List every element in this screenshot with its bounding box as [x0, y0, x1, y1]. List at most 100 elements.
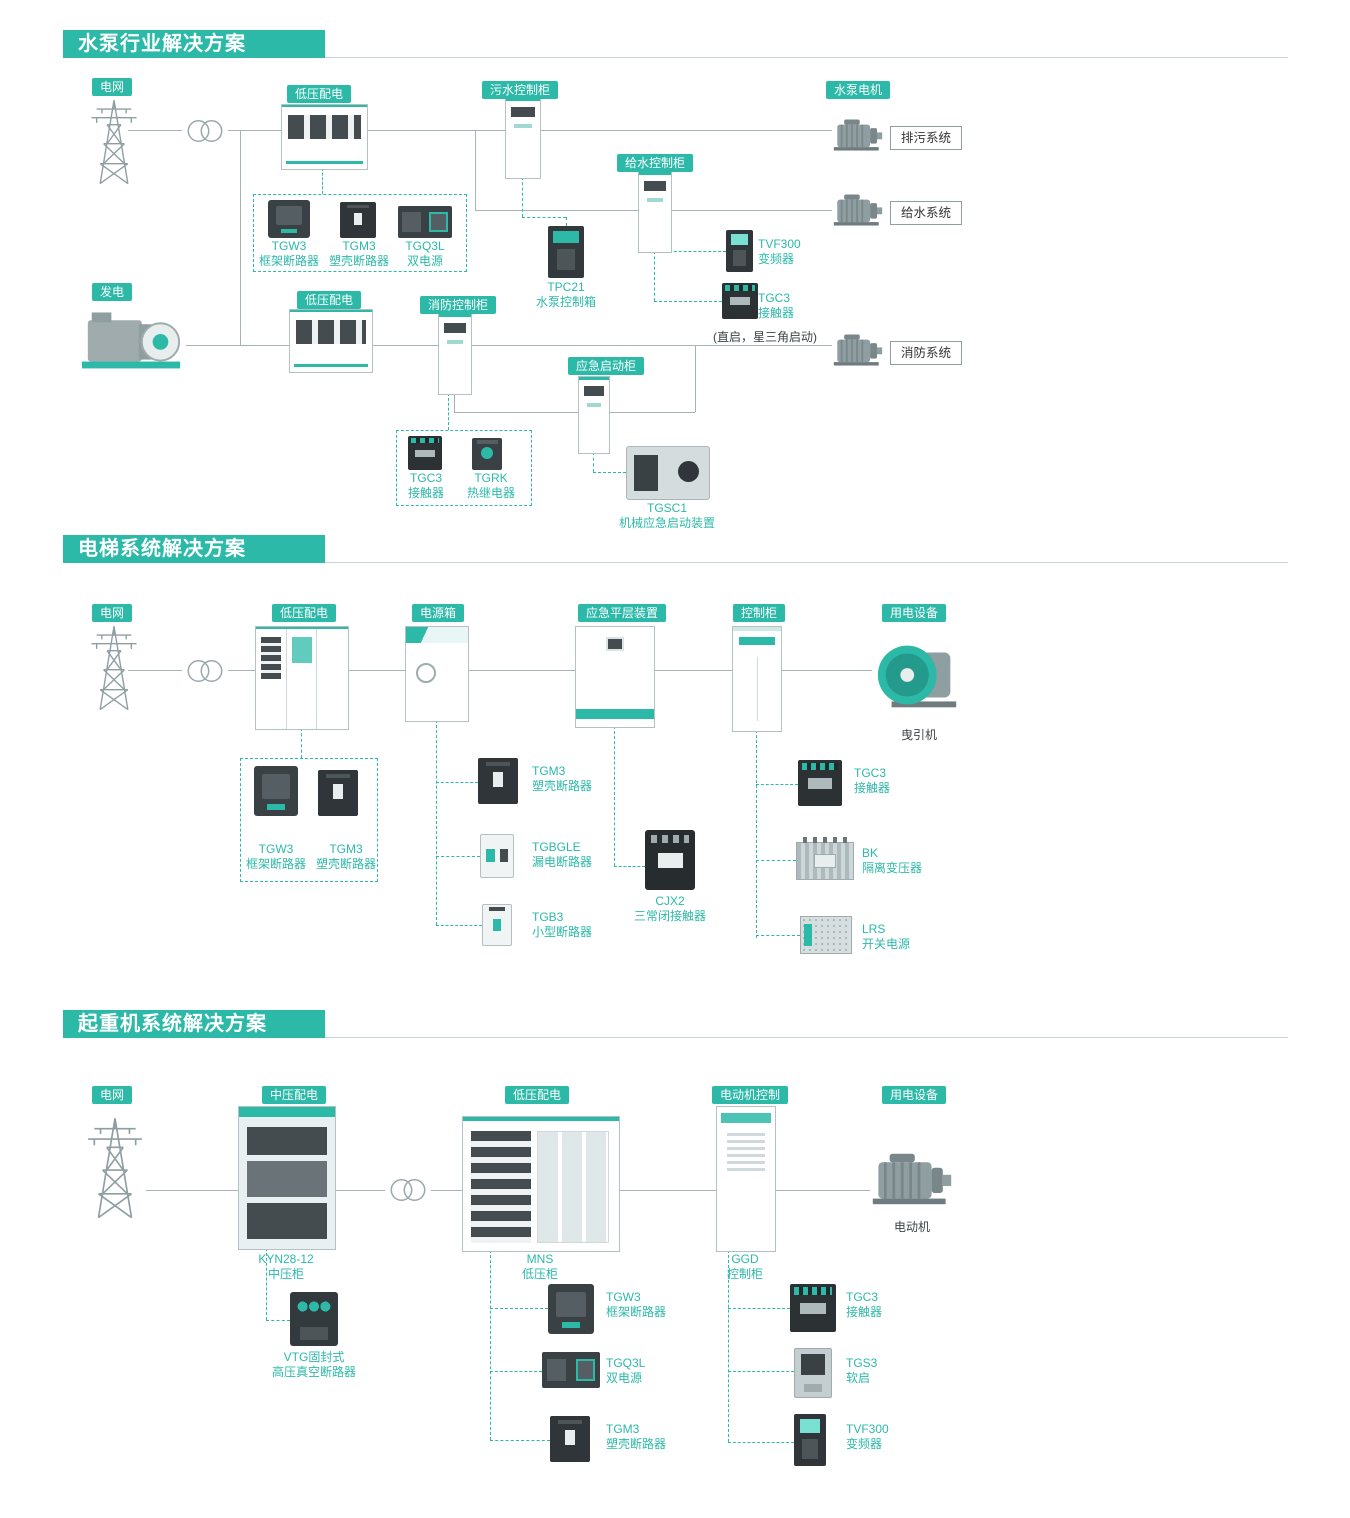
product-name: TPC21	[547, 280, 585, 294]
product-name: TGM3	[342, 239, 376, 253]
section1-rule	[63, 57, 1288, 58]
product-label-tgc3: TGC3 接触器	[758, 291, 828, 321]
connector-line	[608, 412, 695, 413]
connector-line	[146, 1190, 238, 1191]
badge-emergency-start-cabinet: 应急启动柜	[568, 357, 645, 375]
dashed-connector	[522, 217, 566, 218]
power-tower-icon	[84, 1104, 146, 1232]
pump-motor-icon	[832, 191, 884, 229]
dashed-connector	[728, 1308, 790, 1309]
product-label-tgb3: TGB3 小型断路器	[532, 910, 612, 940]
product-desc: 小型断路器	[532, 925, 593, 939]
product-label-tgsc1: TGSC1 机械应急启动装置	[612, 501, 722, 531]
connector-line	[774, 1190, 870, 1191]
product-tvf300-image	[726, 230, 753, 272]
connector-line	[128, 130, 182, 131]
motor-image	[870, 1146, 954, 1212]
product-name: TGW3	[258, 842, 294, 856]
connector-line	[128, 670, 182, 671]
dashed-connector	[728, 1250, 729, 1442]
dashed-connector	[756, 935, 800, 936]
dashed-connector	[756, 784, 798, 785]
badge-control-cabinet: 控制柜	[733, 604, 786, 622]
dashed-connector	[614, 726, 615, 866]
product-tgc3-image	[408, 436, 442, 470]
connector-line	[695, 345, 696, 412]
product-label-tvf300: TVF300 变频器	[846, 1422, 926, 1452]
system-box-water-supply: 给水系统	[890, 201, 963, 225]
power-tower-icon	[88, 96, 140, 188]
connector-line	[366, 130, 832, 131]
product-desc: 接触器	[854, 781, 891, 795]
emergency-start-cabinet-image	[578, 376, 610, 454]
connector-line	[470, 345, 832, 346]
transformer-icon	[385, 1177, 431, 1203]
badge-lv-distribution: 低压配电	[505, 1086, 570, 1104]
product-name: TGW3	[271, 239, 307, 253]
product-desc: 热继电器	[466, 486, 515, 500]
product-desc: 框架断路器	[245, 857, 306, 871]
product-name: TGB3	[532, 910, 564, 924]
product-name: LRS	[862, 922, 886, 936]
emergency-leveling-device-image	[575, 626, 655, 728]
product-desc: 双电源	[606, 1371, 643, 1385]
water-supply-cabinet-image	[638, 171, 672, 253]
product-label-tgm3: TGM3 塑壳断路器	[606, 1422, 686, 1452]
product-desc: 控制柜	[726, 1267, 763, 1281]
product-desc: 接触器	[407, 486, 444, 500]
product-label-tgw3: TGW3 框架断路器	[241, 842, 311, 872]
dashed-connector	[566, 217, 567, 226]
product-group-box	[396, 430, 532, 506]
badge-power-grid: 电网	[92, 604, 133, 622]
dashed-connector	[266, 1320, 290, 1321]
lv-switchgear-image	[255, 626, 349, 730]
power-box-image	[405, 626, 469, 722]
dashed-connector	[266, 1248, 267, 1320]
badge-water-supply-cabinet: 给水控制柜	[617, 154, 694, 172]
badge-electric-equipment: 用电设备	[882, 604, 947, 622]
dashed-connector	[436, 782, 478, 783]
badge-sewage-control-cabinet: 污水控制柜	[482, 81, 559, 99]
product-label-lrs: LRS 开关电源	[862, 922, 942, 952]
badge-lv-distribution-2: 低压配电	[297, 291, 362, 309]
product-label-tgm3: TGM3 塑壳断路器	[311, 842, 381, 872]
section3-rule	[63, 1037, 1288, 1038]
product-name: TGQ3L	[405, 239, 445, 253]
mv-switchgear-image	[238, 1106, 336, 1250]
traction-machine-caption: 曳引机	[900, 728, 937, 742]
product-bk-image	[796, 837, 854, 880]
dashed-connector	[490, 1440, 550, 1441]
product-desc: 框架断路器	[606, 1305, 667, 1319]
dashed-connector	[448, 393, 449, 430]
product-label-cjx2: CJX2 三常闭接触器	[622, 894, 718, 924]
product-tgc3-image	[790, 1284, 836, 1332]
connector-line	[228, 670, 255, 671]
product-desc: 接触器	[758, 306, 795, 320]
sewage-control-cabinet-image	[505, 97, 541, 179]
dashed-connector	[654, 251, 655, 301]
lv-switchgear-image	[289, 309, 373, 373]
cabinet-label-kyn28: KYN28-12 中压柜	[251, 1252, 321, 1282]
product-name: TGQ3L	[606, 1356, 646, 1370]
dashed-connector	[322, 168, 323, 194]
product-tgm3-image	[340, 202, 376, 238]
product-tgq3l-image	[398, 206, 452, 238]
product-desc: 塑壳断路器	[532, 779, 593, 793]
connector-line	[780, 670, 872, 671]
connector-line	[454, 393, 455, 412]
product-label-tgm3: TGM3 塑壳断路器	[322, 239, 396, 269]
badge-power-grid: 电网	[92, 1086, 133, 1104]
dashed-connector	[593, 472, 626, 473]
product-tgw3-image	[268, 200, 310, 238]
product-name: TGM3	[532, 764, 566, 778]
badge-mv-distribution: 中压配电	[262, 1086, 327, 1104]
connector-line	[186, 345, 289, 346]
product-tgm3-image	[318, 770, 358, 816]
dashed-connector	[490, 1371, 542, 1372]
product-label-tvf300: TVF300 变频器	[758, 237, 828, 267]
badge-power-grid: 电网	[92, 78, 133, 96]
badge-emergency-leveling-device: 应急平层装置	[578, 604, 667, 622]
dashed-connector	[490, 1308, 548, 1309]
connector-line	[334, 1190, 385, 1191]
